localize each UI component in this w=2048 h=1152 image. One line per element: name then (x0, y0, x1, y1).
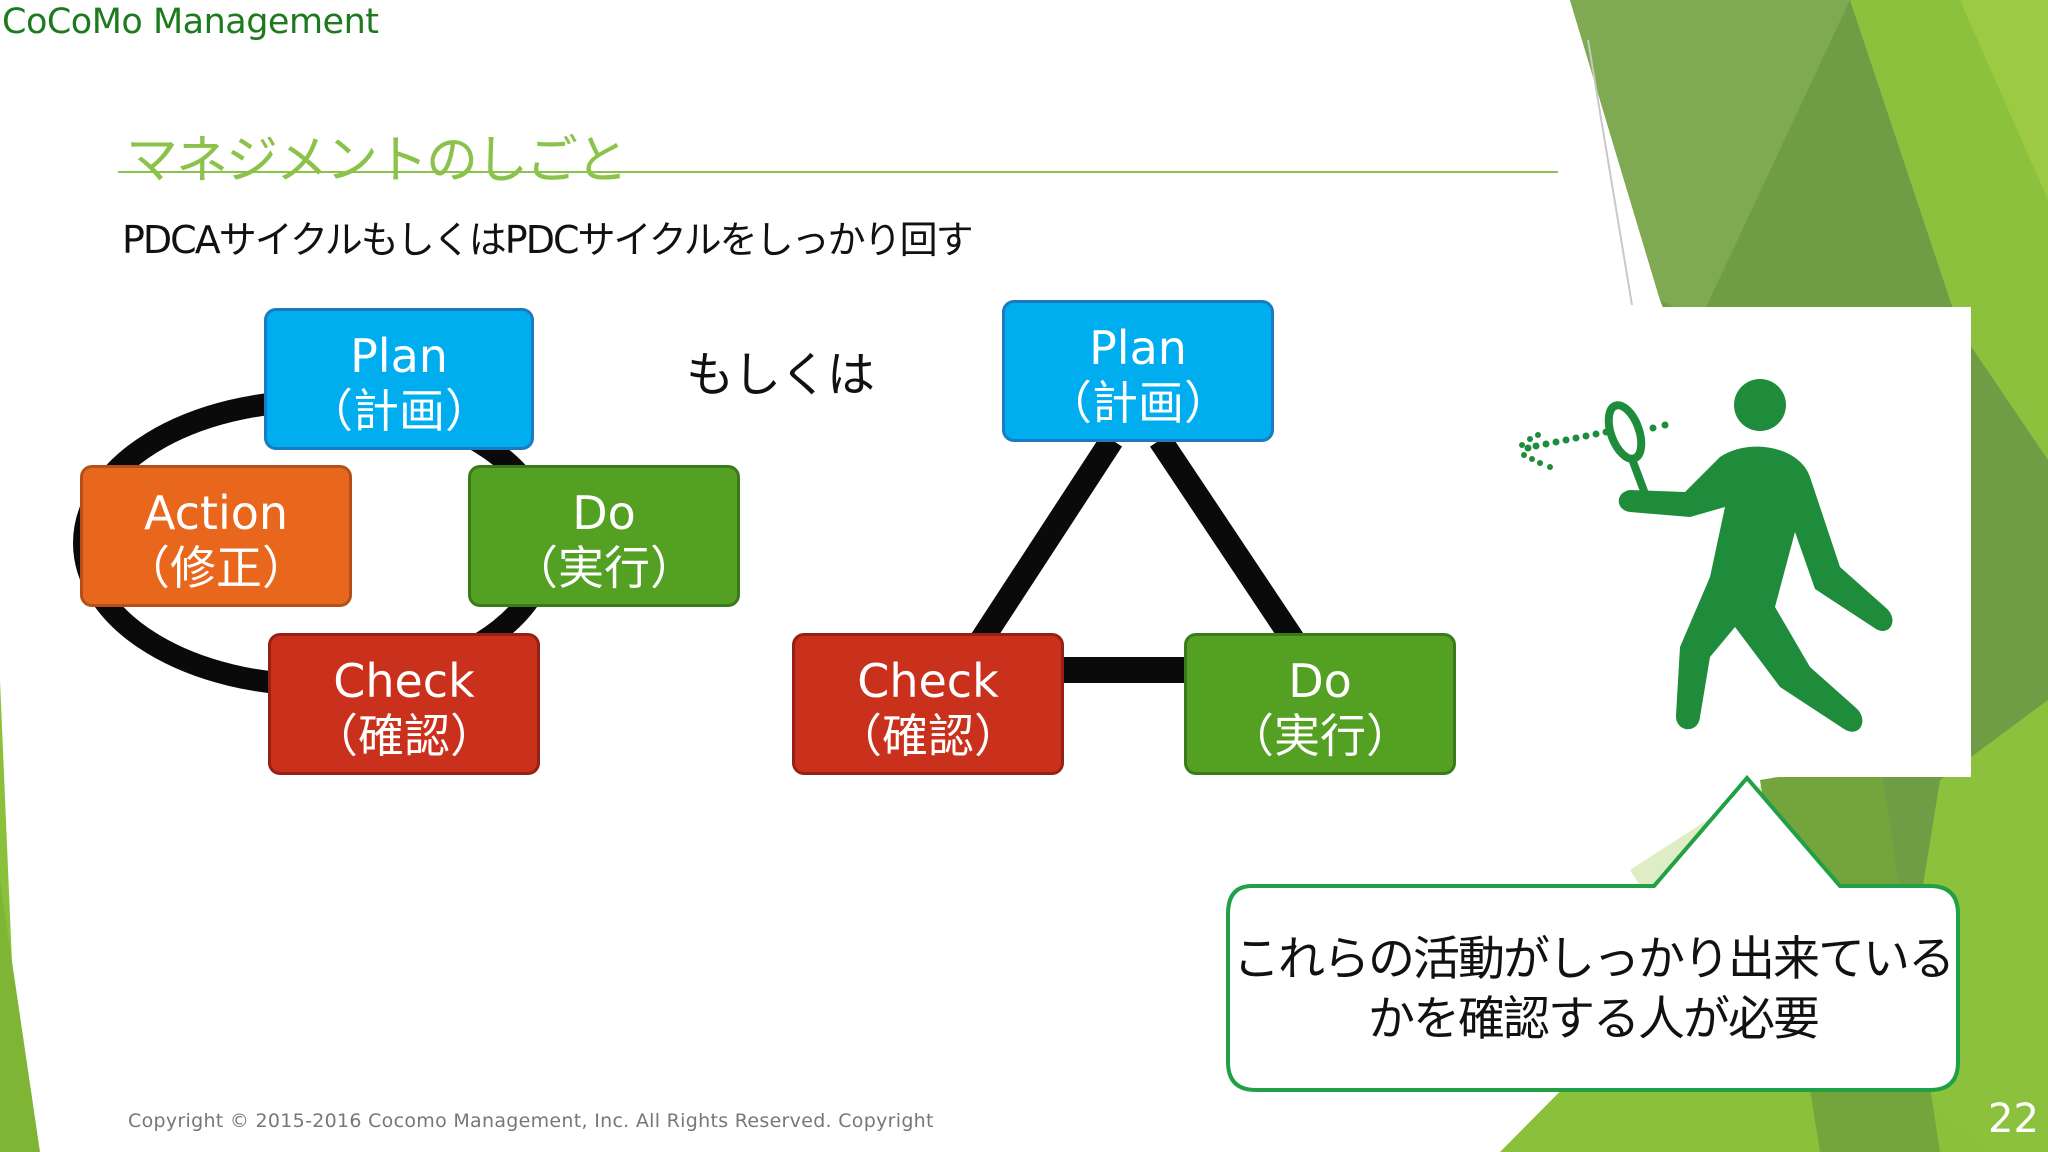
title-underline (118, 171, 1558, 173)
magnifier-person-icon (1519, 379, 1893, 732)
pdca-plan-sub: （計画） (307, 384, 491, 438)
brand-logo-text: CoCoMo Management (2, 2, 379, 42)
pdca-do-label: Do (572, 486, 636, 540)
pdc-check-label: Check (857, 654, 999, 708)
pdca-action-box: Action （修正） (80, 465, 352, 607)
pdca-check-label: Check (333, 654, 475, 708)
or-separator-text: もしくは (686, 347, 875, 403)
pdca-action-sub: （修正） (124, 541, 308, 595)
pdc-do-label: Do (1288, 654, 1352, 708)
pdc-check-box: Check （確認） (792, 633, 1064, 775)
pdca-plan-label: Plan (350, 329, 448, 383)
inspector-image-panel (1510, 307, 1971, 777)
pdc-plan-sub: （計画） (1046, 376, 1230, 430)
pdca-do-sub: （実行） (512, 541, 696, 595)
page-number: 22 (1988, 1096, 2039, 1142)
callout-line-2: かを確認する人が必要 (1368, 992, 1820, 1047)
slide-subtitle: PDCAサイクルもしくはPDCサイクルをしっかり回す (122, 218, 974, 262)
pdca-action-label: Action (143, 486, 289, 540)
pdca-check-sub: （確認） (312, 709, 496, 763)
pdc-do-sub: （実行） (1228, 709, 1412, 763)
callout-line-1: これらの活動がしっかり出来ている (1233, 932, 1955, 987)
pdc-plan-box: Plan （計画） (1002, 300, 1274, 442)
pdc-do-box: Do （実行） (1184, 633, 1456, 775)
callout-text: これらの活動がしっかり出来ている かを確認する人が必要 (1228, 930, 1958, 1050)
pdca-check-box: Check （確認） (268, 633, 540, 775)
copyright-footer: Copyright © 2015-2016 Cocomo Management,… (128, 1110, 934, 1132)
slide-title: マネジメントのしごと (126, 131, 628, 191)
pdc-check-sub: （確認） (836, 709, 1020, 763)
pdca-plan-box: Plan （計画） (264, 308, 534, 450)
pdc-plan-label: Plan (1089, 321, 1187, 375)
pdca-do-box: Do （実行） (468, 465, 740, 607)
